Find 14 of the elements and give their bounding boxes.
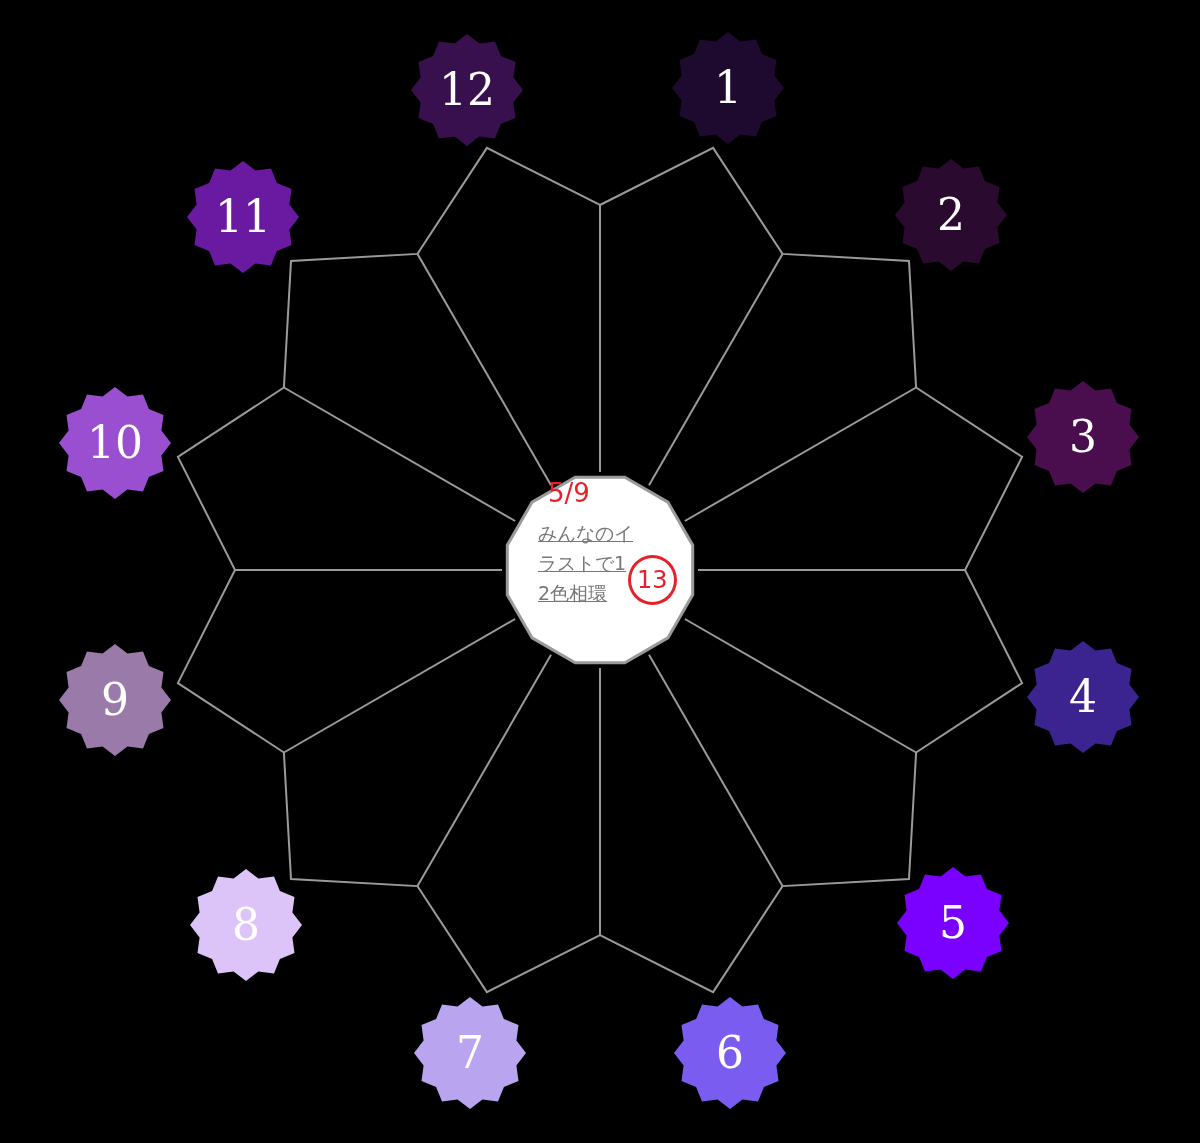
hue-number: 6 — [716, 1031, 744, 1075]
hue-number: 8 — [232, 903, 260, 947]
hue-number: 4 — [1069, 675, 1097, 719]
hue-number: 11 — [215, 195, 271, 239]
hue-number: 3 — [1069, 415, 1097, 459]
hue-number: 1 — [714, 66, 742, 110]
hue-number: 7 — [456, 1031, 484, 1075]
hue-number: 5 — [939, 901, 967, 945]
hue-number: 10 — [87, 421, 143, 465]
circled-handwritten-number: 13 — [628, 555, 677, 605]
handwritten-note: 5/9 — [548, 478, 590, 508]
hue-number: 12 — [439, 68, 495, 112]
hue-number: 2 — [937, 193, 965, 237]
hue-number: 9 — [101, 678, 129, 722]
